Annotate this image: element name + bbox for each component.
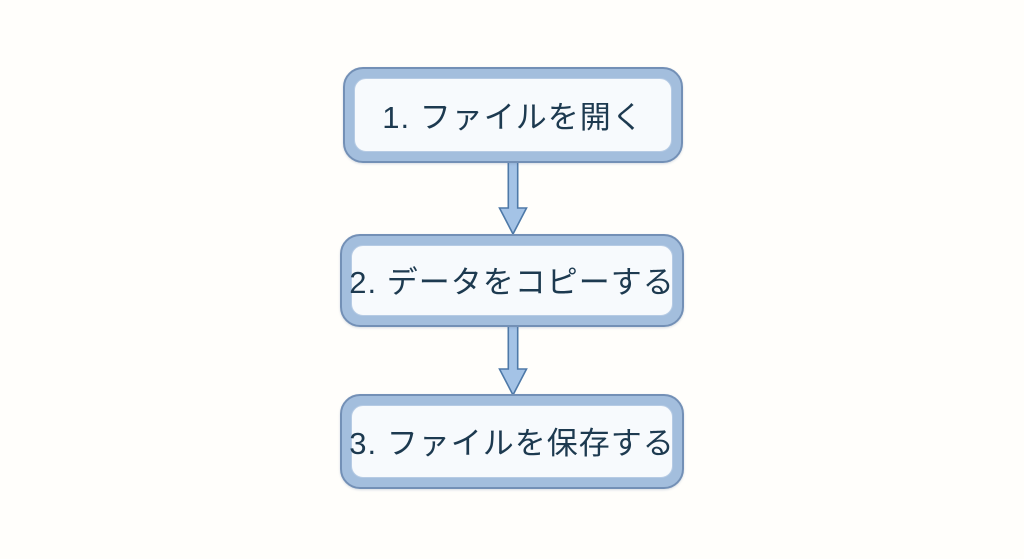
arrow-down-icon [498, 158, 528, 236]
flow-step-open-file: 1. ファイルを開く [343, 67, 683, 163]
flow-step-label: 3. ファイルを保存する [349, 426, 675, 461]
flow-step-label: 2. データをコピーする [349, 265, 675, 300]
flow-step-label: 1. ファイルを開く [382, 99, 644, 135]
flow-step-inner-panel: 3. ファイルを保存する [349, 405, 675, 478]
flow-step-copy-data: 2. データをコピーする [340, 234, 684, 327]
flow-step-save-file: 3. ファイルを保存する [340, 394, 684, 489]
flow-step-inner-panel: 2. データをコピーする [349, 245, 675, 316]
flow-step-inner-panel: 1. ファイルを開く [354, 78, 672, 152]
arrow-down-icon [498, 323, 528, 397]
